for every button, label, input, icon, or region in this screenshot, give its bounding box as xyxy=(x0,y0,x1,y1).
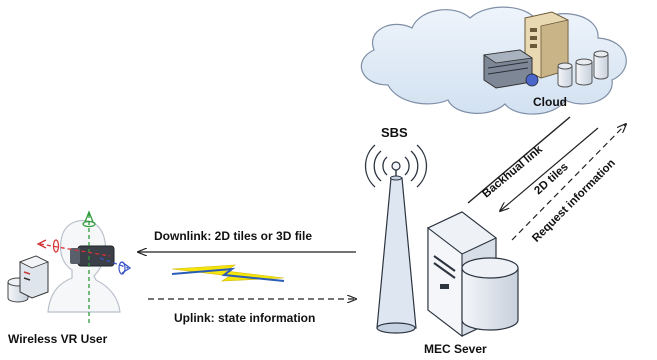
2d-tiles-arrow xyxy=(500,127,599,211)
sbs-antenna-icon xyxy=(376,161,417,334)
sbs-label: SBS xyxy=(381,125,408,140)
cloud-database-icon xyxy=(557,50,609,88)
vr-user-icon xyxy=(36,210,132,326)
mec-storage-icon xyxy=(461,257,519,331)
signal-waves-icon xyxy=(364,144,428,188)
vr-user-label: Wireless VR User xyxy=(8,332,108,346)
backhaul-line xyxy=(467,116,571,204)
mec-label: MEC Sever xyxy=(424,342,487,356)
lightning-icon xyxy=(171,264,285,282)
downlink-label: Downlink: 2D tiles or 3D file xyxy=(154,229,313,243)
uplink-label: Uplink: state information xyxy=(174,311,316,325)
cloud-rack-server-icon xyxy=(482,49,539,89)
request-arrow xyxy=(511,124,626,241)
cloud-label: Cloud xyxy=(533,95,567,109)
user-computer-icon xyxy=(7,255,49,303)
